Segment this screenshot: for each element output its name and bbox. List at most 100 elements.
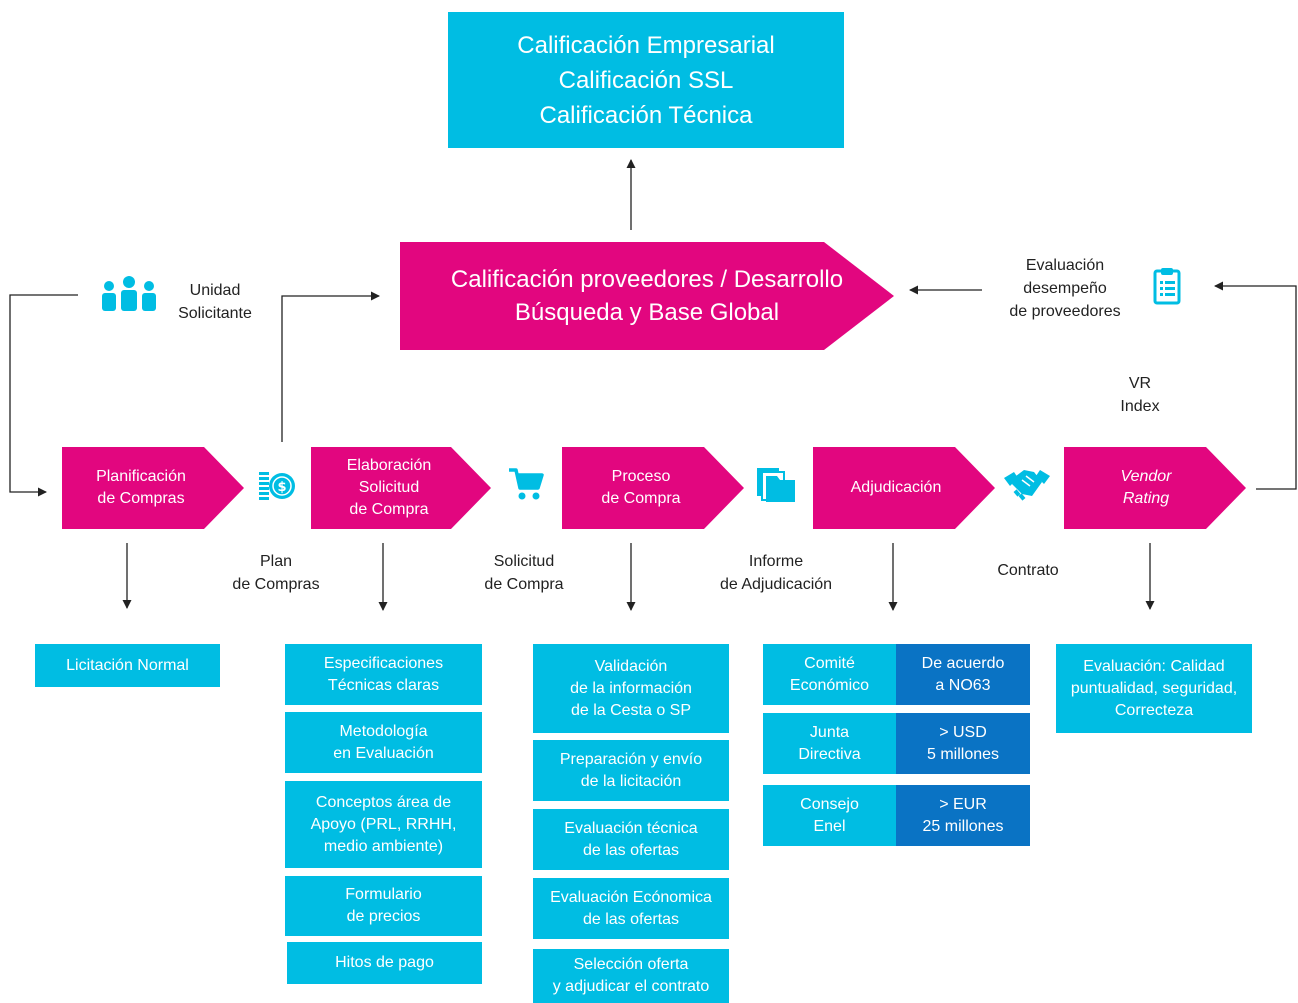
evaluacion-economica-box: Evaluación Ecónomica de las ofertas xyxy=(533,878,729,939)
evaluacion-calidad-box: Evaluación: Calidad puntualidad, segurid… xyxy=(1056,644,1252,733)
evaluacion-desempeno-label: Evaluación desempeño de proveedores xyxy=(992,254,1138,323)
box-line: Conceptos área de xyxy=(315,793,452,811)
licitacion-normal-box: Licitación Normal xyxy=(35,644,220,687)
calificacion-top-box: Calificación Empresarial Calificación SS… xyxy=(448,12,844,148)
box-line: Consejo xyxy=(800,795,859,813)
hitos-de-pago-box: Hitos de pago xyxy=(287,942,482,984)
seleccion-oferta-box: Selección oferta y adjudicar el contrato xyxy=(533,949,729,1003)
box-line: Evaluación: Calidad xyxy=(1083,657,1225,675)
box-line: > USD xyxy=(939,723,987,741)
box-line: de precios xyxy=(346,908,421,925)
evaluacion-line: de proveedores xyxy=(1009,303,1121,320)
box-line: Selección oferta xyxy=(573,956,689,973)
box-line: Metodología xyxy=(339,722,428,740)
box-line: De acuerdo xyxy=(921,654,1005,672)
box-line: de las ofertas xyxy=(582,910,680,928)
formulario-precios-box: Formulario de precios xyxy=(285,876,482,936)
evaluacion-line: Evaluación xyxy=(1025,257,1105,274)
step-line: Adjudicación xyxy=(850,479,942,496)
box-line: Económico xyxy=(789,676,870,694)
vr-line: Index xyxy=(1120,398,1160,415)
step-vendor-rating: Vendor Rating xyxy=(1064,447,1246,529)
step-line: Proceso xyxy=(611,468,671,485)
box-line: Hitos de pago xyxy=(335,954,434,971)
box-line: medio ambiente) xyxy=(323,837,444,855)
arrow-vendor-to-evaluacion xyxy=(1214,281,1297,490)
people-icon xyxy=(100,276,158,314)
svg-text:$: $ xyxy=(277,480,286,495)
cart-icon xyxy=(507,466,545,502)
band-line: Calificación proveedores / Desarrollo xyxy=(450,266,844,293)
top-box-line: Calificación SSL xyxy=(558,66,734,94)
vr-index-label: VR Index xyxy=(1100,372,1180,418)
box-line: a NO63 xyxy=(935,676,991,694)
box-line: > EUR xyxy=(939,795,987,813)
money-icon: $ xyxy=(257,466,297,506)
between-line: de Compras xyxy=(232,576,320,593)
box-line: Especificaciones xyxy=(323,654,444,672)
step-proceso: Proceso de Compra xyxy=(562,447,744,529)
box-line: de la información xyxy=(570,679,692,697)
between-line: Contrato xyxy=(997,562,1059,579)
usd-5-millones-box: > USD 5 millones xyxy=(896,713,1030,774)
handshake-icon xyxy=(1002,464,1052,504)
consejo-enel-box: Consejo Enel xyxy=(763,785,896,846)
box-line: Validación xyxy=(594,657,668,675)
preparacion-box: Preparación y envío de la licitación xyxy=(533,740,729,801)
arrow-plan-to-band xyxy=(281,291,380,442)
box-line: Junta xyxy=(809,723,850,741)
vr-line: VR xyxy=(1128,375,1152,392)
chevron-shape xyxy=(813,447,995,529)
top-box-line: Calificación Técnica xyxy=(539,101,753,129)
band-shape xyxy=(400,242,894,350)
box-line: Evaluación técnica xyxy=(564,819,698,837)
step-line: de Compras xyxy=(97,490,185,507)
box-line: de las ofertas xyxy=(582,841,680,859)
junta-directiva-box: Junta Directiva xyxy=(763,713,896,774)
clipboard-icon xyxy=(1152,266,1182,306)
box-line: de la Cesta o SP xyxy=(570,701,692,719)
unidad-solicitante-label: Unidad Solicitante xyxy=(160,279,270,325)
box-line: Licitación Normal xyxy=(66,656,189,674)
between-line: de Compra xyxy=(484,576,564,593)
calificacion-proveedores-band: Calificación proveedores / Desarrollo Bú… xyxy=(400,242,894,350)
chevron-shape xyxy=(1064,447,1246,529)
box-line: Evaluación Ecónomica xyxy=(550,888,712,906)
box-line: Apoyo (PRL, RRHH, xyxy=(310,815,457,833)
evaluacion-tecnica-box: Evaluación técnica de las ofertas xyxy=(533,809,729,870)
band-line: Búsqueda y Base Global xyxy=(514,299,780,326)
arrow-unidad-to-planificacion xyxy=(9,294,78,497)
box-line: Comité xyxy=(804,654,855,672)
box-line: Técnicas claras xyxy=(327,676,440,694)
unidad-line: Solicitante xyxy=(178,305,252,322)
between-line: Informe xyxy=(748,553,804,570)
metodologia-box: Metodología en Evaluación xyxy=(285,712,482,773)
folder-icon xyxy=(755,464,797,504)
conceptos-area-box: Conceptos área de Apoyo (PRL, RRHH, medi… xyxy=(285,781,482,868)
step-line: Vendor xyxy=(1120,468,1172,485)
step-line: Rating xyxy=(1122,490,1170,507)
especificaciones-box: Especificaciones Técnicas claras xyxy=(285,644,482,705)
step-line: Planificación xyxy=(96,468,186,485)
box-line: en Evaluación xyxy=(333,744,434,762)
box-line: Formulario xyxy=(345,886,422,903)
box-line: 25 millones xyxy=(922,817,1004,835)
step-line: de Compra xyxy=(349,501,429,518)
step-adjudicacion: Adjudicación xyxy=(813,447,995,529)
box-line: Preparación y envío xyxy=(559,750,703,768)
box-line: puntualidad, seguridad, xyxy=(1070,679,1238,697)
chevron-shape xyxy=(562,447,744,529)
plan-de-compras-label: Plan de Compras xyxy=(216,550,336,596)
informe-de-adjudicacion-label: Informe de Adjudicación xyxy=(700,550,852,596)
unidad-line: Unidad xyxy=(189,282,241,299)
between-line: de Adjudicación xyxy=(719,576,833,593)
evaluacion-line: desempeño xyxy=(1023,280,1107,297)
validacion-box: Validación de la información de la Cesta… xyxy=(533,644,729,733)
chevron-shape xyxy=(311,447,491,529)
box-line: y adjudicar el contrato xyxy=(552,978,710,995)
between-line: Plan xyxy=(259,553,293,570)
de-acuerdo-box: De acuerdo a NO63 xyxy=(896,644,1030,705)
box-line: Enel xyxy=(813,817,846,835)
step-planificacion: Planificación de Compras xyxy=(62,447,244,529)
